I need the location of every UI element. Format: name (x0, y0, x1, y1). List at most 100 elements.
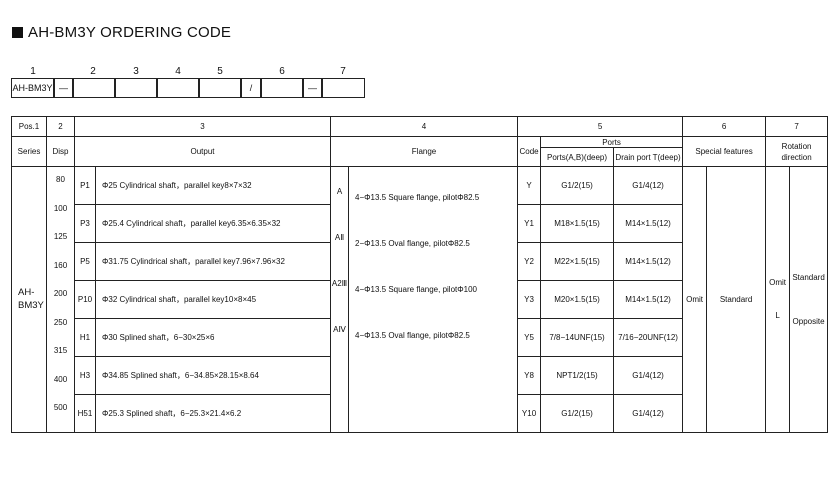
position-number-2: 2 (90, 66, 96, 77)
port-drain: M14×1.5(12) (613, 242, 684, 282)
port-drain: M14×1.5(12) (613, 280, 684, 320)
flange-code: AⅣ (333, 325, 346, 334)
dash-separator-1: — (54, 78, 73, 98)
code-box-2 (73, 78, 115, 98)
table-row: P10 Φ32 Cylindrical shaft，parallel key10… (12, 280, 828, 320)
port-ab: M22×1.5(15) (540, 242, 615, 282)
series-header: Series (11, 136, 47, 167)
code-box-6 (261, 78, 303, 98)
port-code: Y1 (517, 204, 542, 244)
code-box-5 (199, 78, 241, 98)
position-number-3: 3 (133, 66, 139, 77)
disp-value: 500 (53, 403, 68, 412)
flange-code: AⅡ (334, 233, 345, 242)
code-header: Code (517, 136, 542, 167)
port-drain: G1/4(12) (613, 165, 684, 206)
position-number-5: 5 (217, 66, 223, 77)
code-box-7 (322, 78, 365, 98)
disp-header: Disp (46, 136, 75, 167)
table-row: H1 Φ30 Splined shaft，6−30×25×6 Y5 7/8−14… (12, 318, 828, 358)
output-header: Output (73, 136, 332, 167)
ordering-code-table: Pos.1 2 3 4 5 6 7 Series Disp Output Fla… (11, 116, 829, 433)
special-features-header: Special features (682, 136, 767, 167)
pos-2-header: 2 (46, 116, 75, 137)
rotation-desc: Standard (792, 272, 825, 282)
model-box: AH-BM3Y (11, 78, 54, 98)
rotation-code: L (775, 311, 780, 321)
flange-desc: 4−Φ13.5 Square flange, pilotΦ100 (355, 285, 477, 294)
special-code: Omit (682, 166, 708, 433)
pos-1-header: Pos.1 (11, 116, 47, 137)
position-number-4: 4 (175, 66, 181, 77)
special-desc: Standard (706, 166, 767, 433)
flange-desc: 2−Φ13.5 Oval flange, pilotΦ82.5 (355, 239, 470, 248)
square-bullet-icon (12, 27, 23, 38)
page-title: AH-BM3Y ORDERING CODE (12, 24, 231, 41)
output-desc: Φ32 Cylindrical shaft，parallel key10×8×4… (94, 280, 332, 320)
header-row-2: Ports(A,B)(deep) Drain port T(deep) (12, 147, 828, 167)
code-box-3 (115, 78, 157, 98)
output-code: P1 (74, 165, 96, 206)
table-row: AH- BM3Y 80 100 125 160 200 250 315 400 … (11, 165, 829, 433)
port-code: Y3 (517, 280, 542, 320)
output-desc: Φ30 Splined shaft，6−30×25×6 (94, 318, 332, 358)
disp-value: 315 (53, 346, 68, 355)
position-number-6: 6 (279, 66, 285, 77)
flange-code: A (336, 187, 343, 196)
output-desc: Φ31.75 Cylindrical shaft，parallel key7.9… (94, 242, 332, 282)
output-desc: Φ25.3 Splined shaft，6−25.3×21.4×6.2 (94, 394, 332, 433)
table-row: P5 Φ31.75 Cylindrical shaft，parallel key… (12, 242, 828, 282)
flange-code: A2Ⅲ (331, 279, 348, 288)
port-code: Y10 (517, 394, 542, 433)
title-text: AH-BM3Y ORDERING CODE (28, 24, 232, 41)
flange-desc: 4−Φ13.5 Oval flange, pilotΦ82.5 (355, 331, 470, 340)
port-ab: NPT1/2(15) (540, 356, 615, 396)
port-drain: 7/16−20UNF(12) (613, 318, 684, 358)
output-code: H3 (74, 356, 96, 396)
disp-value: 200 (53, 289, 68, 298)
output-code: P5 (74, 242, 96, 282)
rotation-descs-cell: Standard Opposite (789, 166, 829, 433)
slash-separator: / (241, 78, 261, 98)
port-ab: M20×1.5(15) (540, 280, 615, 320)
pos-5-header: 5 (517, 116, 684, 137)
pos-7-header: 7 (765, 116, 829, 137)
position-number-1: 1 (30, 66, 36, 77)
output-desc: Φ25 Cylindrical shaft，parallel key8×7×32 (94, 165, 332, 206)
position-row: Pos.1 2 3 4 5 6 7 (11, 116, 829, 137)
output-code: P3 (74, 204, 96, 244)
drain-port-header: Drain port T(deep) (613, 147, 684, 167)
flange-codes-cell: A AⅡ A2Ⅲ AⅣ (330, 166, 350, 433)
pos-3-header: 3 (73, 116, 332, 137)
rotation-desc: Opposite (792, 316, 825, 326)
port-ab: G1/2(15) (540, 394, 615, 433)
rotation-code: Omit (769, 278, 786, 288)
table-row: P3 Φ25.4 Cylindrical shaft，parallel key6… (12, 204, 828, 244)
port-drain: G1/4(12) (613, 394, 684, 433)
output-code: H51 (74, 394, 96, 433)
pos-4-header: 4 (330, 116, 519, 137)
position-number-7: 7 (340, 66, 346, 77)
port-drain: M14×1.5(12) (613, 204, 684, 244)
port-drain: G1/4(12) (613, 356, 684, 396)
disp-value: 160 (53, 260, 68, 270)
disp-values-cell: 80 100 125 160 200 250 315 400 500 (46, 166, 75, 433)
rotation-codes-cell: Omit L (765, 166, 791, 433)
port-code: Y (517, 165, 542, 206)
port-code: Y8 (517, 356, 542, 396)
port-code: Y2 (517, 242, 542, 282)
output-desc: Φ25.4 Cylindrical shaft，parallel key6.35… (94, 204, 332, 244)
header-row-1: Series Disp Output Flange Code Ports Spe… (11, 136, 829, 167)
table-row: H51 Φ25.3 Splined shaft，6−25.3×21.4×6.2 … (12, 394, 828, 433)
port-ab: 7/8−14UNF(15) (540, 318, 615, 358)
series-value-line2: BM3Y (18, 300, 44, 312)
output-desc: Φ34.85 Splined shaft，6−34.85×28.15×8.64 (94, 356, 332, 396)
rotation-header: Rotation direction (765, 136, 829, 167)
flange-desc: 4−Φ13.5 Square flange, pilotΦ82.5 (355, 193, 480, 202)
disp-value: 80 (56, 175, 65, 184)
disp-value: 125 (53, 232, 68, 241)
dash-separator-2: — (303, 78, 322, 98)
output-code: P10 (74, 280, 96, 320)
table-row: H3 Φ34.85 Splined shaft，6−34.85×28.15×8.… (12, 356, 828, 396)
port-code: Y5 (517, 318, 542, 358)
